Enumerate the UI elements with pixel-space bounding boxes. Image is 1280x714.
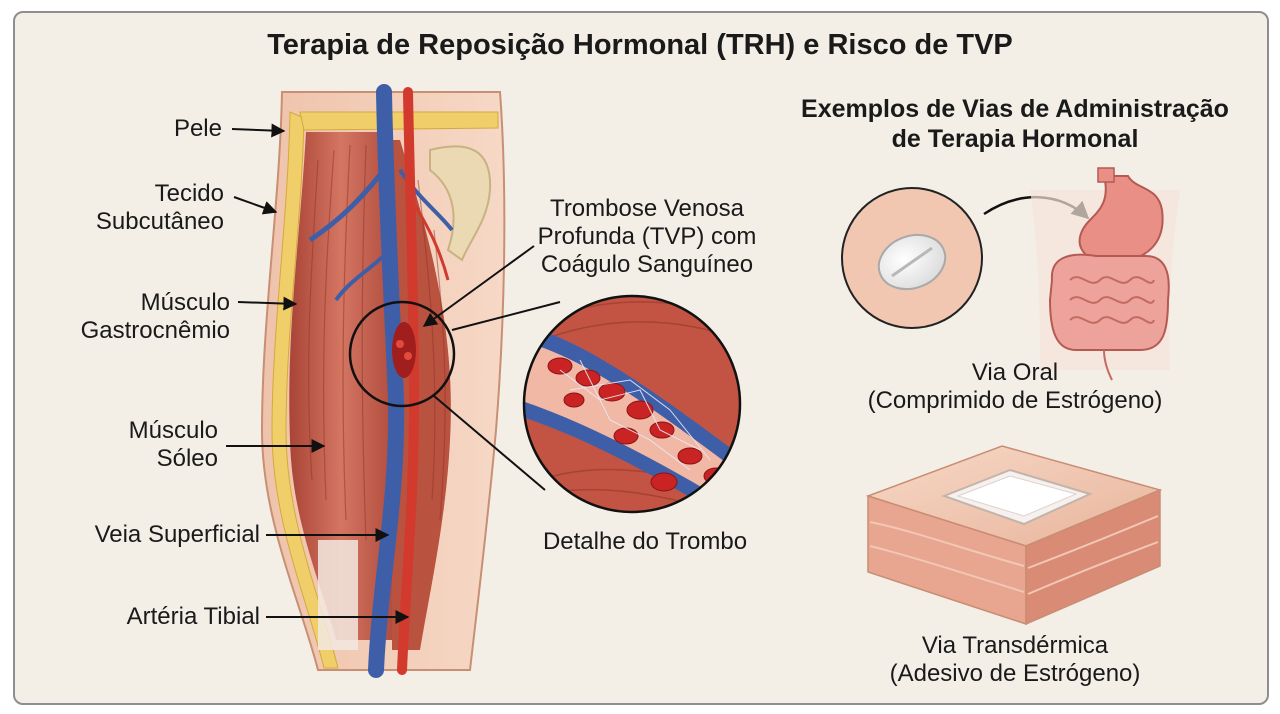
skin-block-right xyxy=(1025,488,1161,626)
stomach-icon xyxy=(1078,175,1164,264)
label-tecido-subcutaneo: Tecido Subcutâneo xyxy=(95,180,224,235)
superficial-vein xyxy=(368,84,405,678)
detail-ring xyxy=(522,294,742,514)
label-musculo-soleo: Músculo Sóleo xyxy=(128,417,218,472)
clot-site xyxy=(392,322,416,378)
tibial-artery xyxy=(397,87,420,675)
fibrin-mesh xyxy=(559,359,711,471)
routes-heading: Exemplos de Vias de Administração de Ter… xyxy=(801,95,1229,153)
label-thrombus-detail: Detalhe do Trombo xyxy=(542,528,748,555)
clot-magnifier-ring xyxy=(348,300,456,408)
leg-label-arrows xyxy=(226,123,535,624)
label-veia-superficial: Veia Superficial xyxy=(94,521,260,548)
transdermal-route-illustration xyxy=(865,445,1163,626)
label-dvt: Trombose Venosa Profunda (TVP) com Coágu… xyxy=(537,195,757,278)
label-transdermal-route: Via Transdérmica (Adesivo de Estrógeno) xyxy=(889,632,1141,687)
thrombus-detail xyxy=(522,294,742,514)
gastrocnemius-muscle xyxy=(289,132,392,640)
label-musculo-gastrocnemio: Músculo Gastrocnêmio xyxy=(80,289,230,344)
label-oral-route: Via Oral (Comprimido de Estrógeno) xyxy=(867,359,1163,414)
tibia-bone xyxy=(429,145,492,262)
oral-route-illustration xyxy=(841,167,1180,381)
page-title: Terapia de Reposição Hormonal (TRH) e Ri… xyxy=(267,29,1013,61)
label-arteria-tibial: Artéria Tibial xyxy=(126,603,260,630)
label-pele: Pele xyxy=(173,115,222,142)
leg-illustration xyxy=(260,84,561,678)
